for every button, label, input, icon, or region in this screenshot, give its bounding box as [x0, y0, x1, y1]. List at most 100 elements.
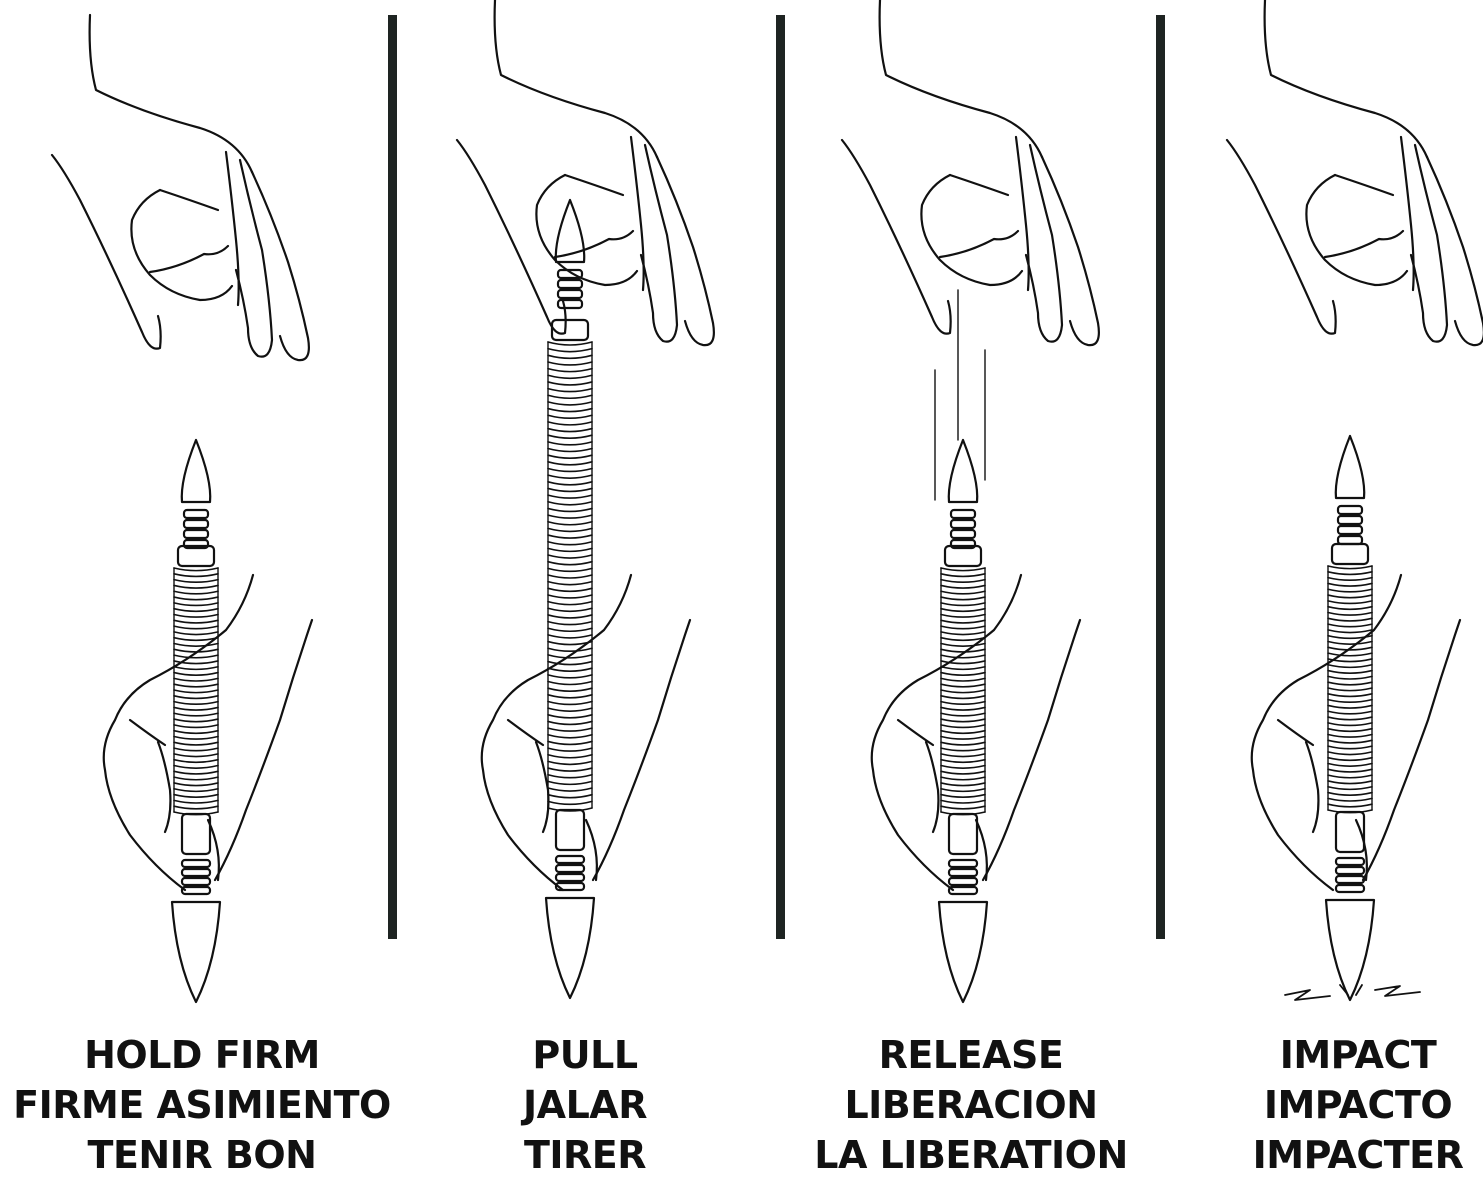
caption-line-english: PULL [395, 1030, 775, 1080]
lower-ring [556, 874, 584, 881]
middle-finger [1016, 137, 1029, 290]
neck-ring [951, 520, 975, 528]
spring-coils [1328, 566, 1372, 813]
thumb-fold [1306, 742, 1318, 832]
lower-ring [949, 878, 977, 885]
finger-crease [160, 190, 218, 210]
caption-line-french: LA LIBERATION [781, 1130, 1161, 1180]
thumb-fold [536, 742, 548, 832]
window-punch-tool [1326, 436, 1374, 1000]
top-tip [1336, 436, 1364, 498]
collar [552, 320, 588, 340]
pinky-finger [1042, 157, 1099, 345]
caption-pull: PULL JALAR TIRER [395, 1030, 775, 1180]
palm [1306, 175, 1407, 285]
lower-ring [182, 860, 210, 867]
pinky-finger [252, 172, 309, 360]
wrist-side [983, 620, 1080, 880]
index-finger [52, 155, 161, 349]
lower-ring [949, 860, 977, 867]
thumb [1325, 231, 1403, 257]
pinky-finger [1427, 157, 1483, 345]
wrist-side [215, 620, 312, 880]
thumb [555, 231, 633, 257]
lower-ring [182, 887, 210, 894]
neck-ring [558, 280, 582, 288]
spring-coils [548, 342, 592, 811]
window-punch-tool [172, 440, 220, 1002]
wrist-line [880, 0, 1042, 157]
index-finger [457, 140, 566, 334]
panel-pull [457, 0, 714, 998]
wrist-side [1363, 620, 1460, 880]
spring [1328, 566, 1372, 813]
palm-outline [104, 575, 253, 890]
wrist-side [593, 620, 690, 880]
lower-ring [556, 856, 584, 863]
lower-ring [556, 865, 584, 872]
wrist-line [495, 0, 657, 157]
neck-ring [558, 300, 582, 308]
neck-ring [184, 510, 208, 518]
divider-3 [1156, 15, 1165, 939]
divider-2 [776, 15, 785, 939]
finger-crease [565, 175, 623, 195]
caption-line-french: TIRER [395, 1130, 775, 1180]
lower-sleeve [949, 814, 977, 854]
knuckle [130, 720, 165, 745]
palm [131, 190, 232, 300]
thumb [150, 246, 228, 272]
lower-ring [556, 883, 584, 890]
knuckle [1278, 720, 1313, 745]
index-finger [842, 140, 951, 334]
lower-ring [1336, 858, 1364, 865]
neck-ring [1338, 526, 1362, 534]
caption-line-french: IMPACTER [1168, 1130, 1483, 1180]
step-captions: HOLD FIRM FIRME ASIMIENTO TENIR BON PULL… [0, 1030, 1483, 1190]
window-punch-tool-stretched [546, 200, 594, 998]
wrist-line [1265, 0, 1427, 157]
panel-hold-firm [52, 15, 312, 1002]
finger-tip [586, 820, 597, 880]
top-tip [556, 200, 584, 262]
caption-line-spanish: IMPACTO [1168, 1080, 1483, 1130]
wrist-line [90, 15, 252, 172]
upper-hand [1227, 0, 1483, 345]
bottom-point [172, 902, 220, 1002]
index-finger [1227, 140, 1336, 334]
lower-ring [182, 878, 210, 885]
caption-line-french: TENIR BON [12, 1130, 392, 1180]
thumb [940, 231, 1018, 257]
lower-ring [182, 869, 210, 876]
upper-hand [842, 0, 1099, 345]
neck-ring [951, 530, 975, 538]
upper-hand [52, 15, 309, 360]
caption-line-english: RELEASE [781, 1030, 1161, 1080]
spring [941, 568, 985, 815]
knuckle [508, 720, 543, 745]
caption-line-spanish: JALAR [395, 1080, 775, 1130]
neck-ring [951, 510, 975, 518]
caption-line-spanish: LIBERACION [781, 1080, 1161, 1130]
ring-finger [1411, 145, 1447, 342]
finger-crease [1335, 175, 1393, 195]
ring-finger [641, 145, 677, 342]
thumb-fold [158, 742, 170, 832]
neck-ring [184, 520, 208, 528]
finger-crease [950, 175, 1008, 195]
palm [921, 175, 1022, 285]
bottom-point [939, 902, 987, 1002]
ring-finger [1026, 145, 1062, 342]
middle-finger [226, 152, 239, 305]
knuckle [898, 720, 933, 745]
top-tip [182, 440, 210, 502]
bottom-point [546, 898, 594, 998]
neck-ring [1338, 536, 1362, 544]
thumb-fold [926, 742, 938, 832]
caption-line-english: IMPACT [1168, 1030, 1483, 1080]
lower-sleeve [182, 814, 210, 854]
collar [1332, 544, 1368, 564]
palm-outline [1252, 575, 1401, 890]
caption-impact: IMPACT IMPACTO IMPACTER [1168, 1030, 1483, 1180]
